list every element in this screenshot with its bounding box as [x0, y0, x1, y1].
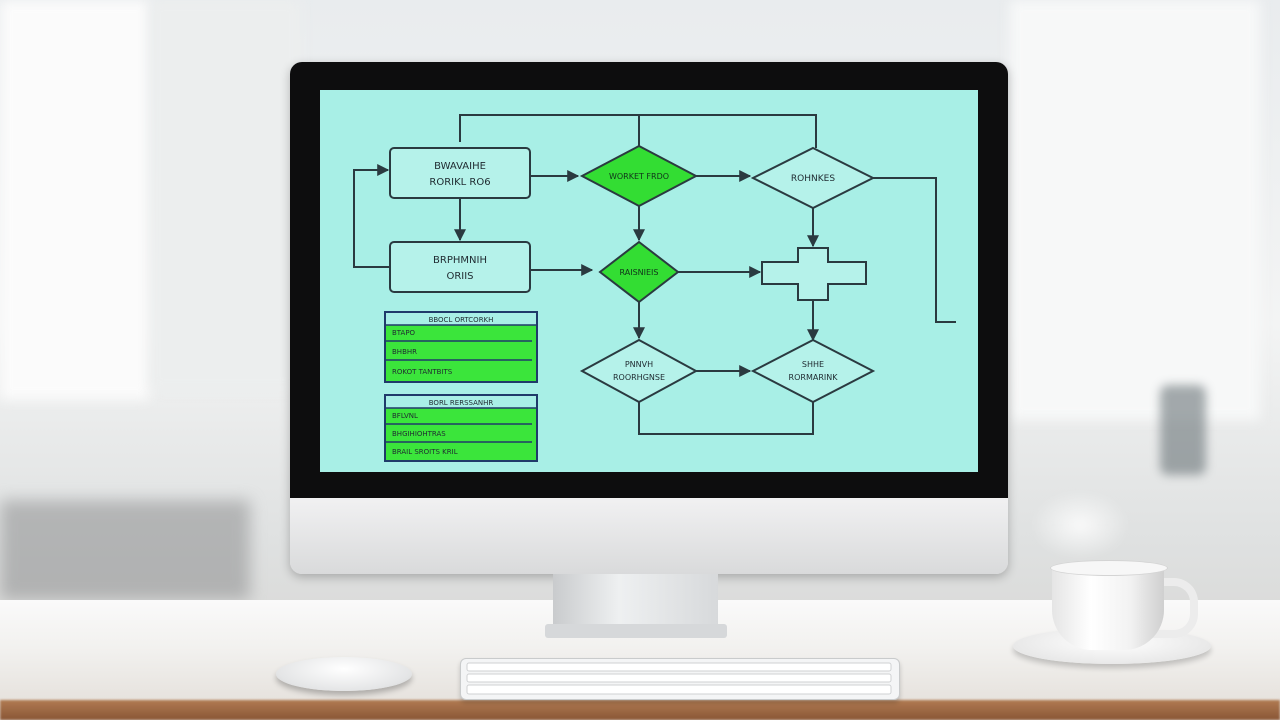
- connector-bottom-loop: [638, 402, 814, 435]
- decision-diamond-5-line-1: SHHE: [802, 360, 824, 369]
- keyboard: [460, 658, 900, 700]
- background-window-right: [1010, 0, 1260, 420]
- keyboard-keys: [466, 662, 892, 695]
- background-shelf: [0, 500, 250, 600]
- decision-diamond-4-line-1: PNNVH: [625, 360, 653, 369]
- keyboard-row-1: [466, 662, 892, 672]
- connector-left-loop: [353, 164, 390, 268]
- keyboard-row-3: [466, 684, 892, 695]
- decision-diamond-1: [579, 144, 699, 208]
- data-table-2-row-2: BHGIHIOHTRAS: [392, 430, 446, 438]
- process-box-1-line-1: BWAVAIHE: [434, 161, 486, 172]
- data-table-1-row-2: BHBHR: [392, 348, 417, 356]
- flowchart-diagram: BWAVAIHE RORIKL RO6 BRPHMNIH ORIIS WORKE…: [353, 114, 956, 462]
- background-window-left: [0, 0, 150, 400]
- process-box-2-line-1: BRPHMNIH: [433, 255, 487, 266]
- monitor-screen: BWAVAIHE RORIKL RO6 BRPHMNIH ORIIS WORKE…: [320, 90, 978, 472]
- cross-node: [761, 247, 867, 301]
- monitor-stand-base: [545, 624, 727, 638]
- decision-diamond-2-label: RAISNIEIS: [620, 268, 659, 277]
- monitor: BWAVAIHE RORIKL RO6 BRPHMNIH ORIIS WORKE…: [290, 62, 1008, 574]
- data-table-1: BBOCL ORTCORKH BTAPO BHBHR ROKOT TANTBIT…: [384, 311, 538, 383]
- data-table-1-header-bg: [386, 313, 536, 325]
- keyboard-row-2: [466, 673, 892, 683]
- process-box-2-line-2: ORIIS: [446, 271, 473, 282]
- coffee-cup: [1052, 566, 1164, 650]
- data-table-1-row-3: ROKOT TANTBITS: [392, 368, 453, 376]
- process-box-1-line-2: RORIKL RO6: [429, 177, 490, 188]
- data-table-2-header: BORL RERSSANHR: [429, 399, 494, 407]
- monitor-chin: [290, 498, 1008, 574]
- data-table-1-header: BBOCL ORTCORKH: [429, 316, 494, 324]
- monitor-bezel: BWAVAIHE RORIKL RO6 BRPHMNIH ORIIS WORKE…: [290, 62, 1008, 498]
- data-table-1-row-1: BTAPO: [392, 329, 416, 337]
- decision-diamond-5: [750, 338, 876, 404]
- decision-diamond-3: [750, 146, 876, 210]
- data-table-2: BORL RERSSANHR BFLVNL BHGIHIOHTRAS BRAIL…: [384, 394, 538, 462]
- cup-rim: [1050, 560, 1168, 576]
- decision-diamond-2: [598, 240, 680, 304]
- coffee-steam: [1030, 490, 1130, 560]
- decision-diamond-4-line-2: ROORHGNSE: [613, 373, 665, 382]
- data-table-2-header-bg: [386, 396, 536, 408]
- monitor-stand-neck: [553, 574, 718, 630]
- connector-diamond3-right: [873, 177, 956, 323]
- decision-diamond-5-line-2: RORMARINK: [789, 373, 839, 382]
- decision-diamond-4: [579, 338, 699, 404]
- decision-diamond-1-label: WORKET FRDO: [609, 172, 669, 181]
- flowchart-connectors: [353, 114, 956, 435]
- background-jar: [1160, 385, 1206, 475]
- data-table-2-row-1: BFLVNL: [392, 412, 418, 420]
- process-box-2: [389, 241, 531, 293]
- computer-mouse: [276, 657, 412, 691]
- background-window-middle: [150, 0, 300, 390]
- data-table-2-row-3: BRAIL SROITS KRIL: [392, 448, 458, 456]
- decision-diamond-3-label: ROHNKES: [791, 174, 835, 184]
- cup-handle: [1150, 578, 1198, 638]
- desk-edge: [0, 700, 1280, 720]
- process-box-1: [389, 147, 531, 199]
